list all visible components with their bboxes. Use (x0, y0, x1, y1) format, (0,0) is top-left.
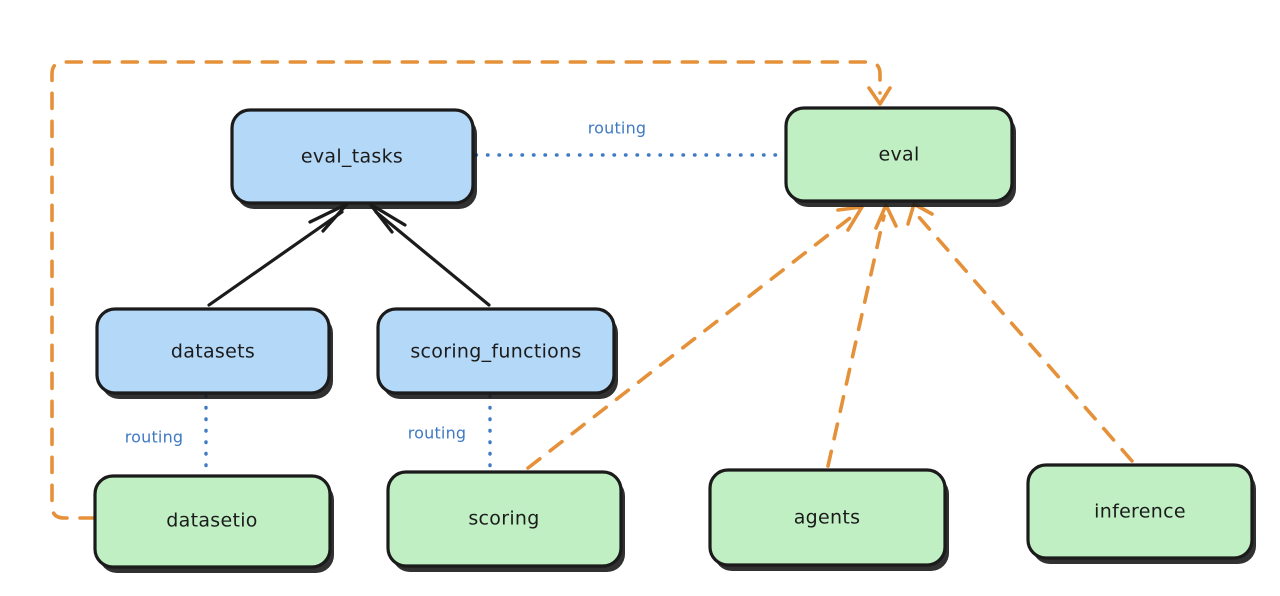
edge-inference-to-eval (906, 202, 1134, 463)
node-eval-label: eval (878, 144, 919, 166)
node-inference[interactable]: inference (1026, 463, 1256, 564)
edge-datasets-to-eval-tasks (207, 202, 349, 307)
arrowhead-agents-eval (874, 203, 898, 230)
node-datasets[interactable]: datasets (95, 307, 333, 399)
edge-datasetio-to-eval (50, 60, 892, 520)
node-scoring[interactable]: scoring (386, 470, 625, 572)
node-eval-body (784, 106, 1014, 203)
node-eval-tasks[interactable]: eval_tasks (230, 108, 477, 209)
node-scoring-functions-label: scoring_functions (410, 341, 581, 363)
edge-scoring-functions-to-eval-tasks (368, 202, 491, 307)
node-eval-tasks-body (230, 108, 475, 205)
node-datasetio-label: datasetio (166, 510, 257, 532)
node-scoring-label: scoring (468, 508, 539, 530)
node-scoring-body (386, 470, 623, 568)
node-datasets-label: datasets (171, 341, 255, 363)
node-inference-body (1026, 463, 1254, 560)
node-agents-label: agents (794, 507, 861, 529)
edge-agents-to-eval (826, 203, 898, 468)
node-eval-tasks-label: eval_tasks (301, 146, 403, 168)
node-scoring-functions-body (376, 307, 616, 395)
node-datasets-body (95, 307, 331, 395)
node-eval[interactable]: eval (784, 106, 1016, 207)
edge-label-routing-scoring-functions: routing (408, 424, 467, 443)
edge-label-routing-eval-tasks: routing (588, 119, 647, 138)
node-agents[interactable]: agents (708, 468, 949, 571)
node-datasetio-body (93, 474, 332, 569)
edge-label-routing-datasets: routing (125, 428, 184, 447)
arrowhead-datasetio-eval (867, 86, 892, 106)
node-inference-label: inference (1094, 501, 1186, 523)
node-datasetio[interactable]: datasetio (93, 474, 334, 573)
node-agents-body (708, 468, 947, 567)
node-scoring-functions[interactable]: scoring_functions (376, 307, 618, 399)
